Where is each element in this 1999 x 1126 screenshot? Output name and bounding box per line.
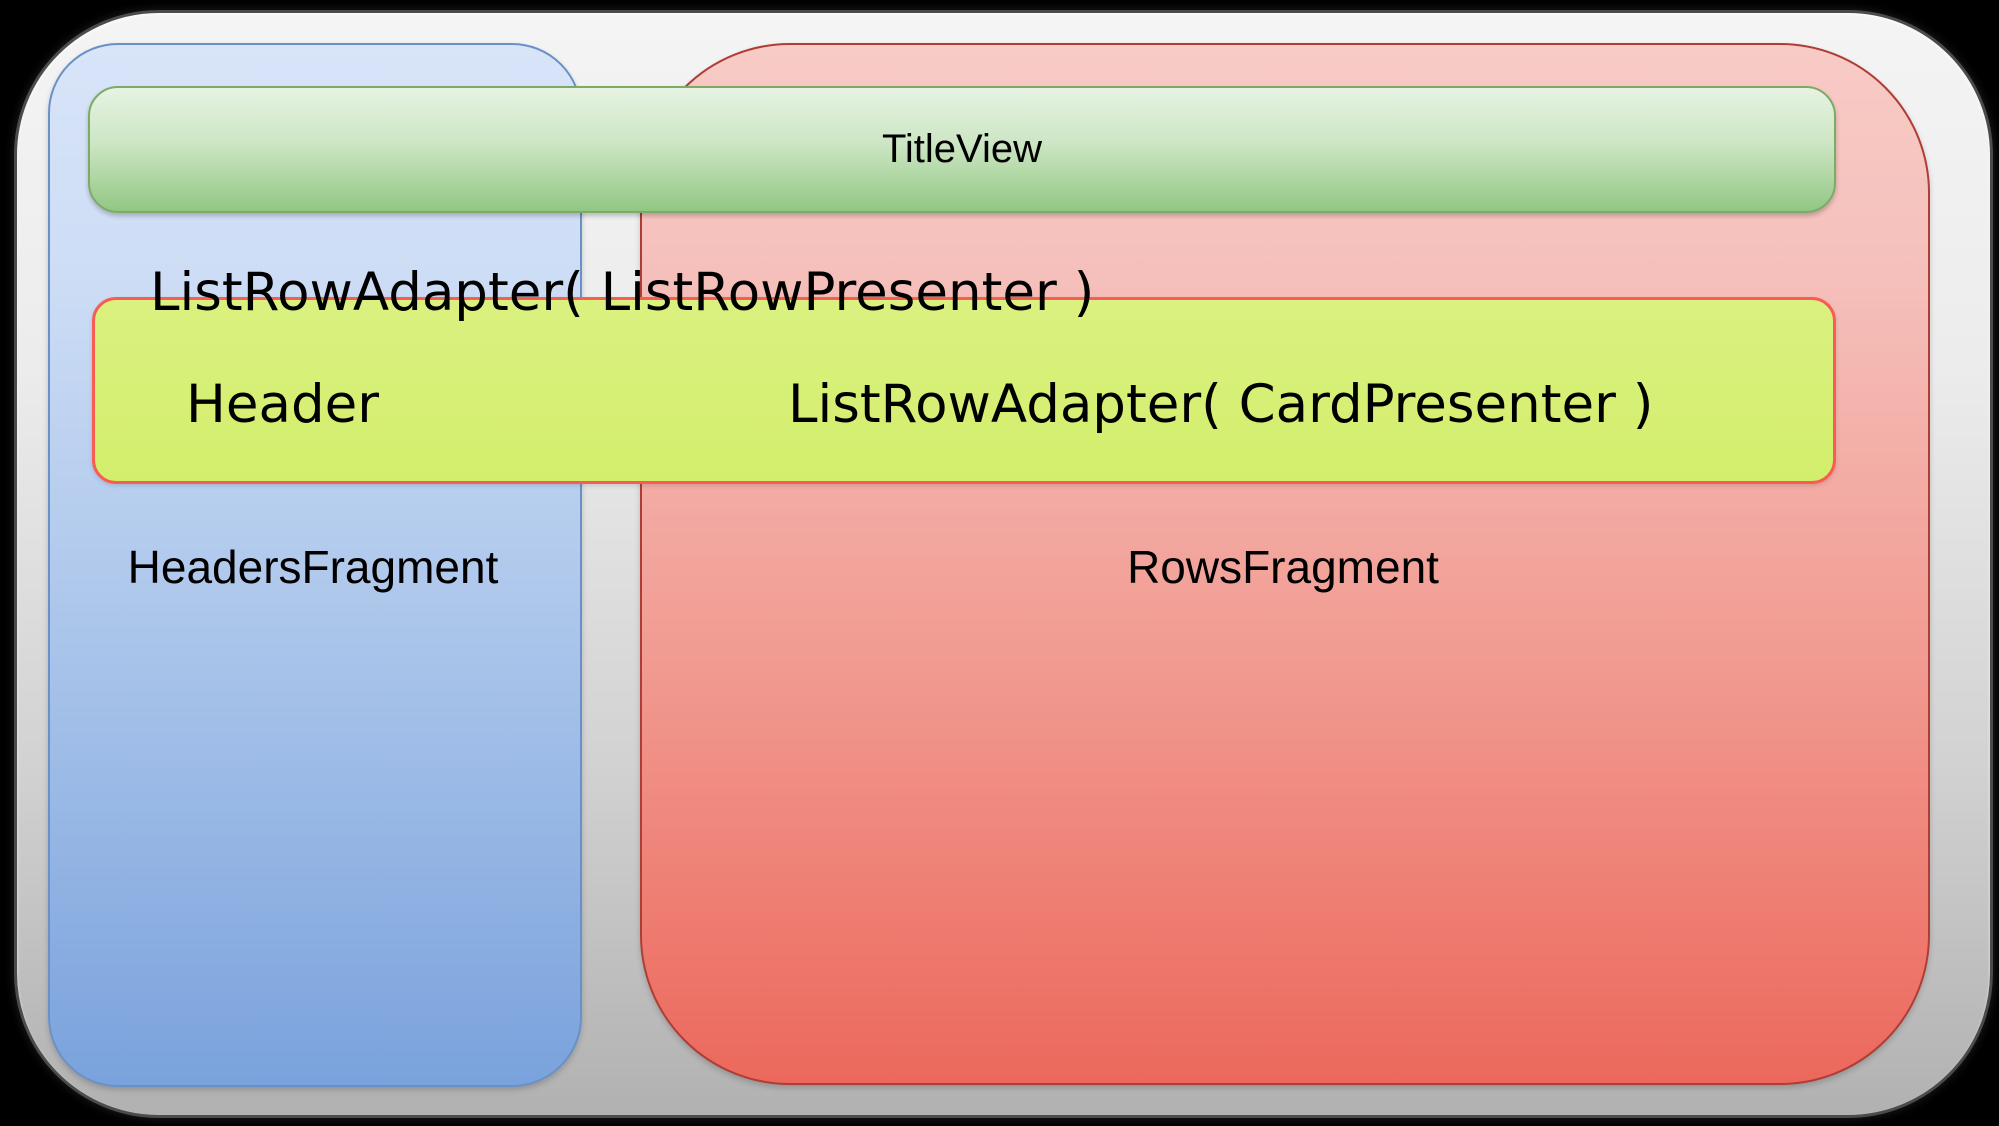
list-row-adapter-card-presenter-label: ListRowAdapter( CardPresenter )	[788, 374, 1654, 435]
headers-fragment-label: HeadersFragment	[127, 541, 499, 593]
list-row-adapter-presenter-label: ListRowAdapter( ListRowPresenter )	[150, 262, 1095, 323]
list-row-adapter-bar	[92, 297, 1836, 484]
header-label: Header	[186, 374, 379, 435]
rows-fragment-label: RowsFragment	[1127, 541, 1439, 593]
rows-fragment-panel	[640, 43, 1930, 1085]
title-view-label: TitleView	[881, 127, 1043, 171]
title-view-bar: TitleView	[88, 86, 1836, 213]
headers-fragment-panel	[48, 43, 582, 1087]
